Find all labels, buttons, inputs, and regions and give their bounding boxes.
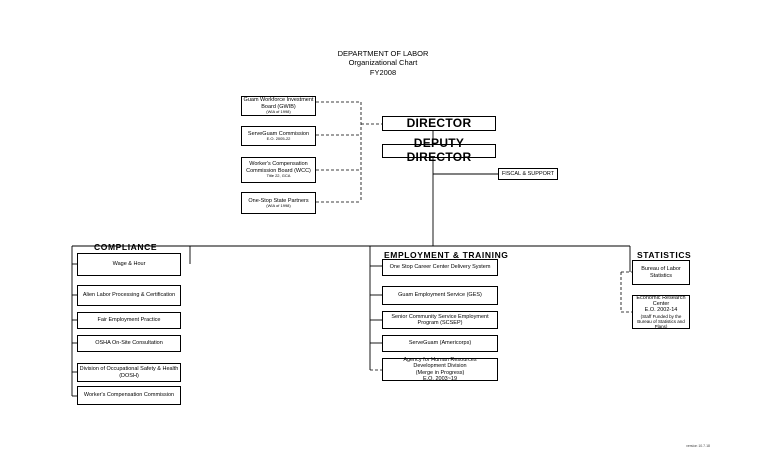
compliance-unit-wage-hour: Wage & Hour bbox=[77, 253, 181, 276]
deputy-director-box: DEPUTY DIRECTOR bbox=[382, 136, 496, 164]
statistics-heading: STATISTICS bbox=[637, 250, 692, 260]
serveguam-commission-title: ServeGuam Commission bbox=[247, 130, 310, 137]
gwib-note: (WIA of 1998) bbox=[266, 109, 291, 115]
wcc-title: Worker's Compensation Commission Board (… bbox=[246, 161, 311, 174]
chart-subtitle: Organizational Chart bbox=[348, 58, 418, 68]
one-stop-partners-box: One-Stop State Partners (WIA of 1998) bbox=[241, 192, 316, 214]
compliance-unit-alien-labor: Alien Labor Processing & Certification bbox=[77, 285, 181, 306]
et-unit-scsep: Senior Community Service Employment Prog… bbox=[382, 311, 498, 329]
one-stop-partners-title: One-Stop State Partners bbox=[248, 197, 309, 204]
director-label: DIRECTOR bbox=[406, 115, 472, 130]
director-box: DIRECTOR bbox=[382, 116, 496, 131]
fiscal-support-label: FISCAL & SUPPORT bbox=[501, 170, 555, 177]
et-unit-label: Guam Employment Service (GES) bbox=[398, 292, 482, 299]
ahrd-line-3: (Merge in Progress) bbox=[415, 369, 465, 376]
ahrd-line-4: E.O. 2003~19 bbox=[422, 375, 458, 382]
chart-header: DEPARTMENT OF LABOR Organizational Chart… bbox=[283, 49, 483, 77]
compliance-unit-label: Division of Occupational Safety & Health… bbox=[79, 366, 179, 379]
serveguam-commission-note: E.O. 2005-22 bbox=[266, 135, 291, 141]
stat-unit-erc: Economic Research Center E.O. 2002-14 (S… bbox=[632, 295, 690, 329]
stat-unit-label: Bureau of Labor Statistics bbox=[641, 266, 681, 279]
department-title: DEPARTMENT OF LABOR bbox=[337, 49, 429, 58]
compliance-unit-osha: OSHA On-Site Consultation bbox=[77, 335, 181, 352]
et-unit-americorps: ServeGuam (Americorps) bbox=[382, 335, 498, 352]
ahrd-line-2: Development Division bbox=[413, 363, 467, 370]
et-unit-label: ServeGuam (Americorps) bbox=[408, 340, 472, 347]
ahrd-line-1: Agency for Human Resources bbox=[403, 356, 477, 363]
compliance-unit-label: OSHA On-Site Consultation bbox=[95, 340, 163, 347]
fiscal-year: FY2008 bbox=[369, 67, 397, 77]
gwib-box: Guam Workforce Investment Board (GWIB) (… bbox=[241, 96, 316, 116]
erc-line-2: E.O. 2002-14 bbox=[644, 307, 678, 314]
compliance-unit-dosh: Division of Occupational Safety & Health… bbox=[77, 363, 181, 382]
et-unit-one-stop-center: One Stop Career Center Delivery System bbox=[382, 259, 498, 276]
version-label: version 10.7.18 bbox=[686, 444, 710, 448]
one-stop-partners-note: (WIA of 1998) bbox=[266, 202, 291, 208]
et-unit-ges: Guam Employment Service (GES) bbox=[382, 286, 498, 305]
compliance-unit-label: Fair Employment Practice bbox=[97, 317, 161, 324]
compliance-unit-label: Alien Labor Processing & Certification bbox=[82, 292, 176, 299]
wcc-box: Worker's Compensation Commission Board (… bbox=[241, 157, 316, 183]
compliance-unit-fair-employment: Fair Employment Practice bbox=[77, 312, 181, 329]
hierarchy-solid-lines bbox=[71, 131, 631, 397]
dashed-branches bbox=[370, 271, 632, 371]
compliance-unit-workers-comp: Worker's Compensation Commission bbox=[77, 386, 181, 405]
serveguam-commission-box: ServeGuam Commission E.O. 2005-22 bbox=[241, 126, 316, 146]
deputy-director-label: DEPUTY DIRECTOR bbox=[406, 136, 472, 164]
fiscal-support-box: FISCAL & SUPPORT bbox=[498, 168, 558, 180]
et-unit-label: Senior Community Service Employment Prog… bbox=[391, 313, 489, 326]
stat-unit-bls: Bureau of Labor Statistics bbox=[632, 260, 690, 285]
employment-training-heading: EMPLOYMENT & TRAINING bbox=[384, 250, 509, 260]
compliance-unit-label: Worker's Compensation Commission bbox=[83, 392, 175, 399]
compliance-heading: COMPLIANCE bbox=[94, 242, 158, 252]
gwib-title: Guam Workforce Investment Board (GWIB) bbox=[243, 97, 314, 110]
compliance-unit-label: Wage & Hour bbox=[112, 261, 146, 268]
erc-line-3: (Staff Funded by the Bureau of Statistic… bbox=[637, 313, 685, 330]
board-dashed-connectors bbox=[316, 101, 382, 203]
et-unit-ahrd: Agency for Human Resources Development D… bbox=[382, 356, 498, 382]
et-unit-label: One Stop Career Center Delivery System bbox=[389, 264, 491, 271]
erc-line-1: Economic Research Center bbox=[636, 294, 686, 308]
wcc-note: Title 22, GCA bbox=[266, 173, 291, 179]
